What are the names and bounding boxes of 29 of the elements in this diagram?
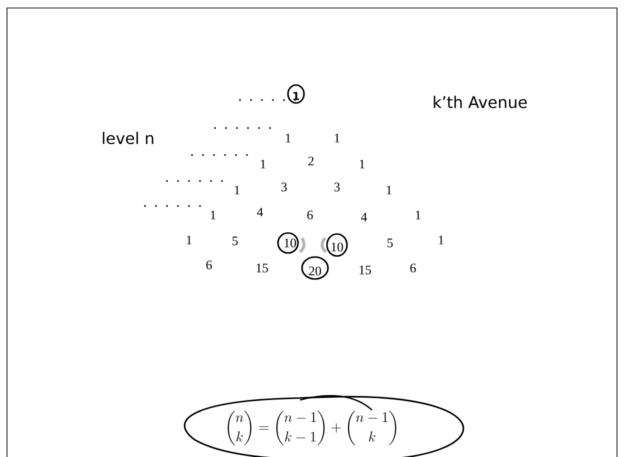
- circled-number: 1: [293, 92, 300, 100]
- triangle-number: 1: [334, 134, 340, 142]
- triangle-number: 10: [284, 238, 296, 248]
- triangle-number: 1: [286, 134, 290, 142]
- triangle-number: 1: [438, 236, 444, 244]
- triangle-number: 1: [360, 160, 364, 168]
- triangle-number: 15: [256, 264, 268, 272]
- triangle-number: 20: [309, 266, 321, 276]
- triangle-number: 1: [416, 210, 420, 220]
- triangle-number: 6: [307, 210, 313, 220]
- triangle-number: 6: [206, 260, 212, 270]
- heading-text: k’th Avenue: [434, 96, 527, 108]
- triangle-number: 4: [257, 208, 264, 216]
- triangle-number: 1: [260, 160, 266, 168]
- triangle-number: 10: [332, 242, 343, 252]
- triangle-number: 1: [234, 186, 240, 194]
- triangle-number: 5: [388, 238, 393, 248]
- triangle-number: 6: [410, 264, 416, 272]
- heading-text: level n: [102, 132, 154, 144]
- triangle-number: 15: [360, 266, 371, 274]
- triangle-number: 1: [210, 210, 216, 220]
- triangle-number: 2: [308, 156, 314, 166]
- triangle-number: 5: [232, 236, 238, 246]
- triangle-number: 3: [334, 182, 340, 192]
- formula: $\binom{n}{k}=\binom{n-1}{k-1}+\binom{n-1}{k}$: [228, 410, 396, 446]
- triangle-number: 1: [386, 186, 392, 194]
- triangle-number: 3: [281, 182, 287, 192]
- triangle-number: 4: [361, 212, 368, 222]
- triangle-number: 1: [186, 236, 192, 244]
